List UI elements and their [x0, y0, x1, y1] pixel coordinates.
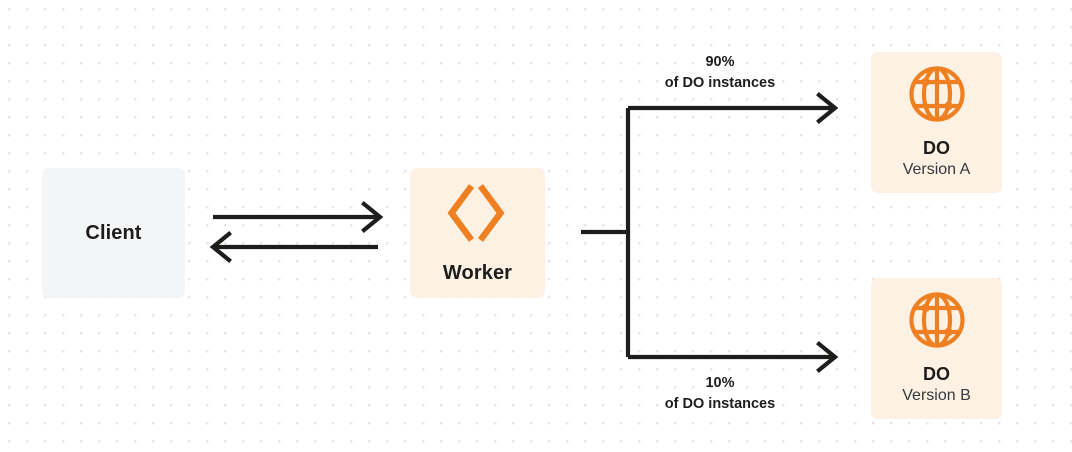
- node-do-version-b-label: DO: [923, 364, 950, 385]
- edge-client-to-worker-arrowhead: [361, 201, 384, 233]
- edge-label-do-a-caption: of DO instances: [664, 74, 776, 91]
- node-do-version-a-label: DO: [923, 138, 950, 159]
- edge-worker-to-client-arrowhead: [209, 231, 232, 263]
- node-client[interactable]: Client: [42, 168, 185, 298]
- node-worker-label: Worker: [442, 261, 513, 284]
- edge-label-do-a-percent: 90%: [705, 54, 735, 70]
- edge-branch-to-do-b-arrowhead: [816, 341, 839, 373]
- edge-label-do-b-caption: of DO instances: [664, 395, 776, 412]
- node-worker[interactable]: Worker: [410, 168, 545, 298]
- edge-label-do-b-percent: 10%: [705, 375, 735, 391]
- durable-object-globe-icon: [907, 290, 967, 350]
- node-do-version-a-sublabel: Version A: [902, 160, 971, 178]
- node-do-version-a[interactable]: DO Version A: [871, 52, 1002, 193]
- durable-object-globe-icon: [907, 64, 967, 124]
- edge-label-do-b: 10% of DO instances: [612, 373, 828, 414]
- edge-label-do-a: 90% of DO instances: [612, 52, 828, 93]
- edge-branch-to-do-a-arrowhead: [816, 92, 839, 124]
- node-client-label: Client: [85, 221, 142, 244]
- node-do-version-b[interactable]: DO Version B: [871, 278, 1002, 419]
- cloudflare-workers-icon: [446, 182, 510, 244]
- node-do-version-b-sublabel: Version B: [902, 386, 971, 404]
